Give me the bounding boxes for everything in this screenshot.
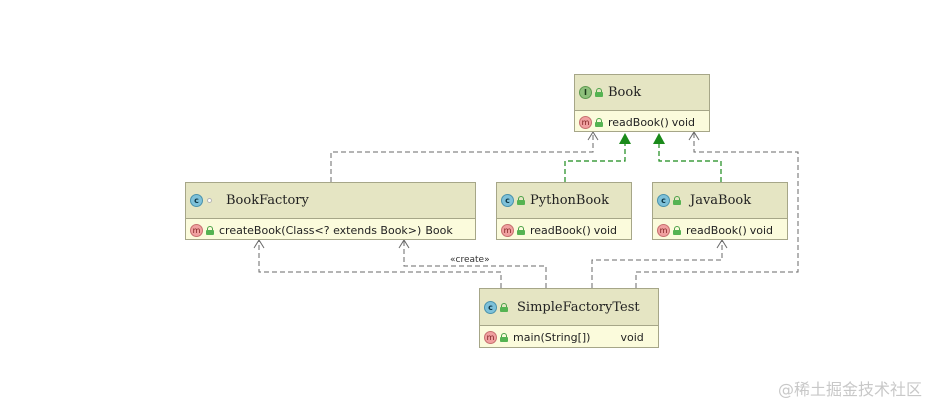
lock-icon	[500, 332, 508, 342]
lock-icon	[595, 88, 603, 97]
class-icon: c	[484, 300, 497, 314]
interface-icon: I	[579, 86, 592, 99]
method-return-type: void	[671, 115, 696, 129]
class-icon: c	[501, 194, 514, 207]
method-icon: m	[190, 223, 203, 237]
method-signature: readBook()	[608, 115, 669, 129]
method-signature: main(String[])	[513, 330, 591, 344]
lock-icon	[206, 225, 214, 235]
watermark-text: @稀土掘金技术社区	[777, 380, 922, 399]
realization-javabook-to-book	[653, 133, 722, 182]
class-box-javabook[interactable]: c JavaBook m readBook() void	[652, 182, 788, 240]
method-icon: m	[657, 223, 670, 237]
dependency-bookfactory-to-book	[330, 131, 599, 182]
class-header-javabook: c JavaBook	[653, 183, 787, 219]
lock-icon	[517, 196, 525, 205]
class-header-simplefactorytest: c SimpleFactoryTest	[480, 289, 658, 326]
class-name-pythonbook: PythonBook	[530, 193, 609, 208]
class-member-book[interactable]: m readBook() void	[575, 111, 709, 133]
class-member-bookfactory[interactable]: m createBook(Class<? extends Book>) Book	[186, 219, 475, 241]
lock-icon	[673, 196, 681, 205]
lock-icon	[517, 225, 525, 235]
class-box-bookfactory[interactable]: c BookFactory m createBook(Class<? exten…	[185, 182, 476, 240]
method-icon: m	[484, 330, 497, 344]
lock-icon	[595, 117, 603, 127]
class-member-pythonbook[interactable]: m readBook() void	[497, 219, 631, 241]
visibility-dot-icon	[207, 198, 212, 203]
method-signature: createBook(Class<? extends Book>)	[219, 223, 422, 237]
class-box-simplefactorytest[interactable]: c SimpleFactoryTest m main(String[]) voi…	[479, 288, 659, 348]
class-icon: c	[190, 194, 203, 207]
class-name-bookfactory: BookFactory	[226, 193, 309, 208]
method-return-type: void	[593, 223, 618, 237]
method-return-type: void	[620, 330, 644, 344]
class-name-book: Book	[608, 85, 642, 100]
class-member-simplefactorytest[interactable]: m main(String[]) void	[480, 326, 658, 348]
method-icon: m	[501, 223, 514, 237]
lock-icon	[673, 225, 681, 235]
class-icon: c	[657, 194, 670, 207]
method-icon: m	[579, 115, 592, 129]
class-name-javabook: JavaBook	[690, 193, 752, 208]
dependency-test-to-javabook	[591, 239, 728, 288]
method-signature: readBook()	[530, 223, 591, 237]
class-box-pythonbook[interactable]: c PythonBook m readBook() void	[496, 182, 632, 240]
class-header-book: I Book	[575, 75, 709, 111]
dependency-test-to-book	[635, 131, 799, 288]
class-header-bookfactory: c BookFactory	[186, 183, 475, 219]
method-return-type: Book	[425, 223, 453, 237]
method-return-type: void	[749, 223, 774, 237]
class-header-pythonbook: c PythonBook	[497, 183, 631, 219]
dependency-test-to-bookfactory	[253, 239, 502, 288]
class-name-simplefactorytest: SimpleFactoryTest	[517, 299, 640, 315]
lock-icon	[500, 302, 508, 312]
class-box-book[interactable]: I Book m readBook() void	[574, 74, 710, 132]
create-test-to-bookfactory	[398, 239, 547, 288]
realization-pythonbook-to-book	[564, 133, 631, 182]
create-stereotype-label: «create»	[450, 255, 490, 265]
method-signature: readBook()	[686, 223, 747, 237]
class-member-javabook[interactable]: m readBook() void	[653, 219, 787, 241]
